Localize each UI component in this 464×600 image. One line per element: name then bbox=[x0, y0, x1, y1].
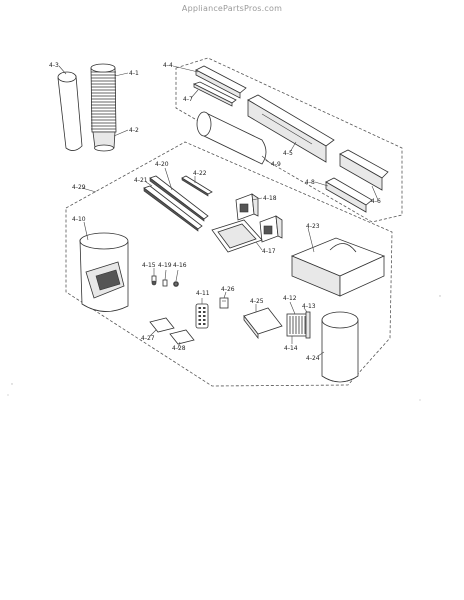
callout-4-5: 4-5 bbox=[283, 150, 293, 157]
part-4-11-remote-control[interactable] bbox=[195, 303, 209, 329]
callout-4-21: 4-21 bbox=[134, 177, 148, 184]
part-4-20-rail[interactable] bbox=[143, 185, 203, 232]
callout-4-18: 4-18 bbox=[263, 195, 277, 202]
part-4-9-foam-seal[interactable] bbox=[196, 111, 267, 165]
part-4-25-filter-pad[interactable] bbox=[243, 307, 283, 340]
callout-4-2: 4-2 bbox=[129, 127, 139, 134]
callout-4-20: 4-20 bbox=[155, 161, 169, 168]
callout-4-8: 4-8 bbox=[305, 179, 315, 186]
part-4-5-window-panel[interactable] bbox=[247, 94, 335, 163]
callout-4-22: 4-22 bbox=[193, 170, 207, 177]
callout-4-10: 4-10 bbox=[72, 216, 86, 223]
part-4-12-filter[interactable] bbox=[286, 313, 308, 337]
callout-4-6: 4-6 bbox=[371, 198, 381, 205]
part-4-24-foam-cylinder[interactable] bbox=[321, 311, 359, 383]
part-4-23-packing-block[interactable] bbox=[290, 237, 386, 297]
callout-4-27: 4-27 bbox=[141, 335, 155, 342]
callout-4-13: 4-13 bbox=[302, 303, 316, 310]
hose-ribs bbox=[91, 71, 116, 130]
callout-4-16: 4-16 bbox=[173, 262, 187, 269]
callout-4-23: 4-23 bbox=[306, 223, 320, 230]
callout-4-7: 4-7 bbox=[183, 96, 193, 103]
part-4-16-clip[interactable] bbox=[173, 281, 179, 287]
part-4-22-rail[interactable] bbox=[181, 175, 213, 197]
callout-4-28: 4-28 bbox=[172, 345, 186, 352]
callout-4-3: 4-3 bbox=[49, 62, 59, 69]
part-4-7-bracket[interactable] bbox=[192, 81, 237, 107]
callout-4-14: 4-14 bbox=[284, 345, 298, 352]
leader-lines bbox=[58, 65, 379, 357]
part-4-1-exhaust-hose[interactable] bbox=[90, 63, 117, 133]
part-4-21-rail[interactable] bbox=[149, 175, 209, 222]
callout-4-25: 4-25 bbox=[250, 298, 264, 305]
remote-buttons bbox=[198, 307, 206, 325]
part-4-15-screw[interactable] bbox=[151, 275, 157, 286]
callout-labels: 4-3 4-1 4-2 4-4 4-7 4-9 4-5 4-8 4-6 4-20… bbox=[49, 62, 381, 362]
callout-4-11: 4-11 bbox=[196, 290, 210, 297]
part-4-18-bracket[interactable] bbox=[235, 193, 259, 221]
part-4-19-screw[interactable] bbox=[162, 279, 168, 287]
callout-4-1: 4-1 bbox=[129, 70, 139, 77]
scan-specks bbox=[7, 295, 441, 401]
callout-4-4: 4-4 bbox=[163, 62, 173, 69]
part-4-26-small-part[interactable] bbox=[219, 297, 229, 309]
callout-4-17: 4-17 bbox=[262, 248, 276, 255]
part-4-28-card[interactable] bbox=[169, 329, 195, 345]
part-4-17-bracket[interactable] bbox=[259, 215, 283, 243]
callout-4-12: 4-12 bbox=[283, 295, 297, 302]
part-4-3-hose-sleeve[interactable] bbox=[57, 71, 83, 151]
part-4-6-extension-panel[interactable] bbox=[339, 149, 389, 191]
window-adapter-frame[interactable] bbox=[211, 219, 263, 253]
part-4-8-extension-panel[interactable] bbox=[325, 177, 373, 213]
part-4-10-water-tank[interactable] bbox=[79, 232, 129, 312]
callout-4-9: 4-9 bbox=[271, 161, 281, 168]
part-4-2-hose-adapter[interactable] bbox=[92, 131, 116, 152]
callout-4-26: 4-26 bbox=[221, 286, 235, 293]
part-4-13-filter-frame[interactable] bbox=[305, 311, 311, 339]
window-kit-group-outline bbox=[175, 57, 403, 223]
callout-4-24: 4-24 bbox=[306, 355, 320, 362]
part-4-4-window-panel[interactable] bbox=[195, 65, 247, 99]
callout-4-15: 4-15 bbox=[142, 262, 156, 269]
watermark: AppliancePartsPros.com bbox=[181, 4, 283, 13]
callout-4-29: 4-29 bbox=[72, 184, 86, 191]
part-4-27-card[interactable] bbox=[149, 317, 175, 333]
callout-4-19: 4-19 bbox=[158, 262, 172, 269]
filter-slats bbox=[289, 316, 306, 334]
